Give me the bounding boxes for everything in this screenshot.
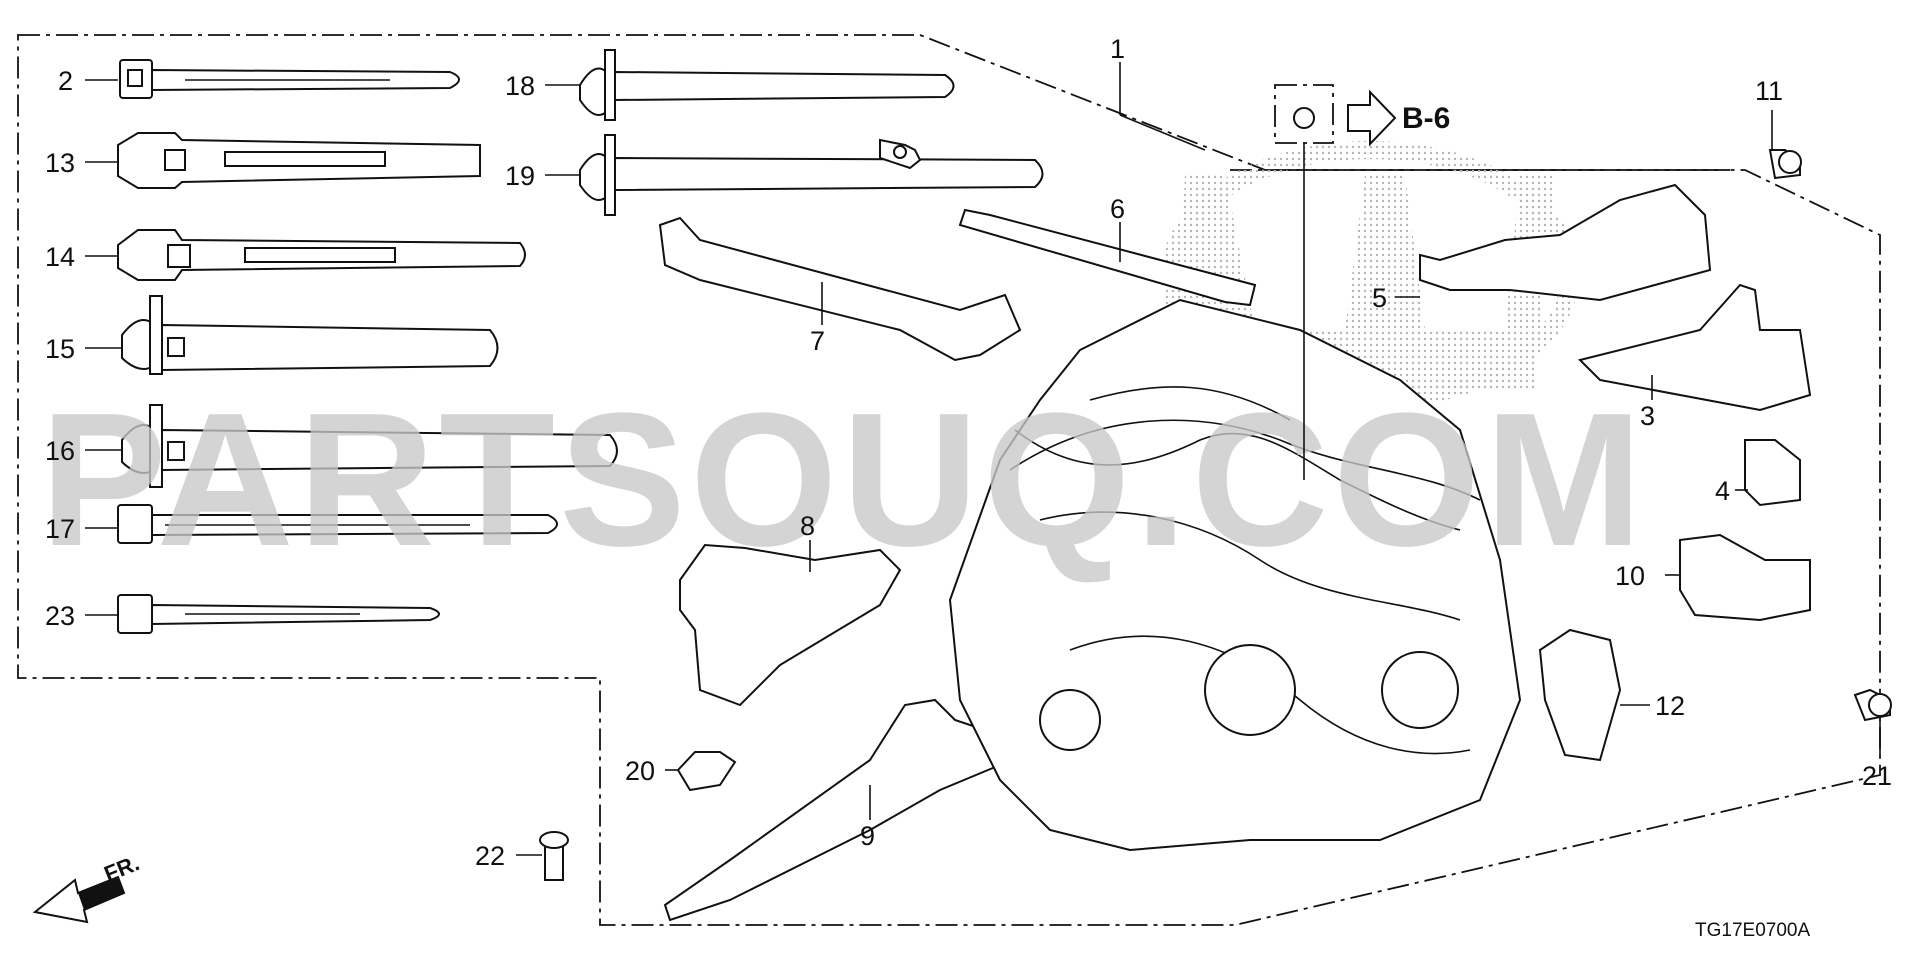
callout-10: 10 [1615, 561, 1645, 591]
bolt-11 [879, 138, 922, 170]
arrow-right-icon [1347, 89, 1397, 147]
bolt-22 [539, 831, 569, 881]
clip-10 [1679, 533, 1811, 622]
ties-group-boundary [17, 34, 1881, 926]
callout-11: 11 [1755, 76, 1783, 106]
callout-labels: 2 13 14 15 16 17 23 18 19 1 6 7 8 9 5 3 … [45, 34, 1892, 871]
callout-20: 20 [625, 756, 655, 786]
cable-tie-17 [117, 504, 558, 544]
callout-13: 13 [45, 148, 75, 178]
callout-18: 18 [505, 71, 535, 101]
callout-19: 19 [505, 161, 535, 191]
cable-tie-13 [117, 132, 481, 189]
callout-23: 23 [45, 601, 75, 631]
callout-7: 7 [810, 326, 825, 356]
callout-15: 15 [45, 334, 75, 364]
holder-8 [679, 543, 902, 707]
bolt-21 [1853, 688, 1892, 722]
holder-9 [663, 698, 1001, 922]
clip-20 [676, 751, 737, 792]
clip-4 [1744, 439, 1801, 507]
box-12 [1538, 628, 1622, 762]
cable-tie-16 [121, 404, 618, 488]
callout-4: 4 [1715, 476, 1730, 506]
nut-b6 [1274, 84, 1334, 144]
cable-tie-18 [579, 49, 955, 121]
bracket-5 [1419, 183, 1712, 302]
diagram-code: TG17E0700A [1695, 920, 1810, 941]
callout-3: 3 [1640, 401, 1655, 431]
callout-12: 12 [1655, 691, 1685, 721]
callout-14: 14 [45, 242, 75, 272]
cable-tie-14 [117, 229, 526, 281]
engine-assembly [948, 298, 1522, 852]
cable-tie-2 [119, 59, 460, 99]
callout-22: 22 [475, 841, 505, 871]
cable-tie-19 [579, 134, 1044, 216]
cable-tie-23 [117, 594, 440, 634]
callout-1: 1 [1110, 34, 1125, 64]
leader-lines [85, 62, 1881, 856]
callout-5: 5 [1372, 283, 1387, 313]
callout-16: 16 [45, 436, 75, 466]
harness-cover-7 [658, 216, 1022, 362]
direction-label: FR. [101, 850, 143, 886]
callout-9: 9 [860, 821, 875, 851]
callout-21: 21 [1862, 761, 1892, 791]
harness-cover-6 [958, 208, 1257, 307]
front-direction-indicator: FR. [32, 850, 143, 924]
callout-2: 2 [58, 66, 73, 96]
callout-17: 17 [45, 514, 75, 544]
bolt-11-right [1768, 149, 1802, 180]
callout-6: 6 [1110, 194, 1125, 224]
reference-label[interactable]: B-6 [1402, 102, 1450, 135]
cable-tie-15 [121, 295, 499, 375]
reference-b6[interactable]: B-6 [1347, 89, 1450, 147]
watermark-text: PARTSOUQ.COM [40, 374, 1647, 586]
callout-8: 8 [800, 511, 815, 541]
bracket-3 [1578, 283, 1812, 412]
